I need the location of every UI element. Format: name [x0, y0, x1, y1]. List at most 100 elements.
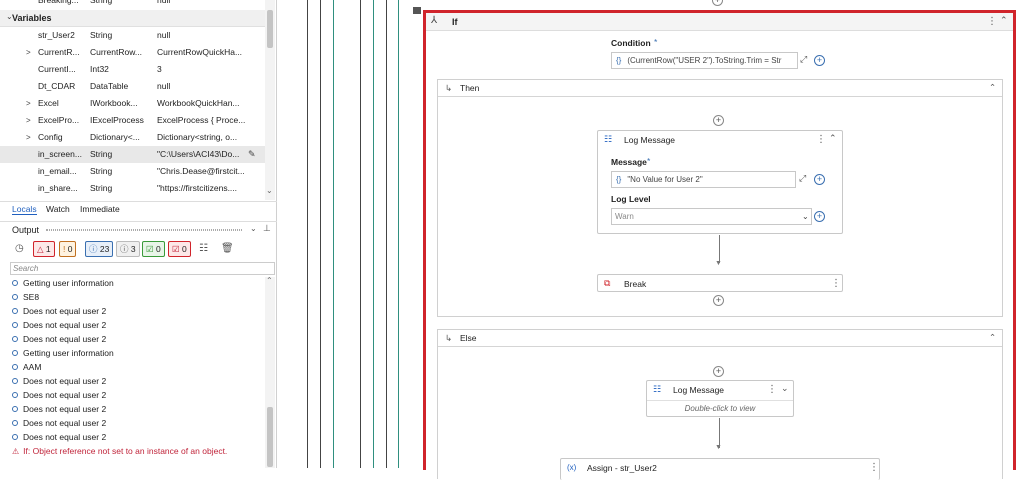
if-title: If	[452, 17, 458, 27]
info-filter-button[interactable]: ⓘ 23	[85, 241, 114, 257]
add-activity-icon[interactable]: +	[713, 295, 724, 306]
trash-icon[interactable]: 🗑	[221, 243, 234, 254]
break-activity[interactable]: ⧉ Break ⋮	[597, 274, 843, 292]
output-line[interactable]: Does not equal user 2	[12, 318, 106, 332]
add-activity-icon[interactable]: +	[713, 366, 724, 377]
output-line[interactable]: Getting user information	[12, 346, 114, 360]
more-options-icon[interactable]: ⋮	[767, 384, 777, 395]
breakpoint-marker	[413, 7, 421, 14]
output-scrollbar[interactable]: ⌃	[265, 276, 275, 468]
output-title: Output	[12, 225, 40, 235]
collapse-icon[interactable]: ⌃	[1000, 15, 1008, 25]
variable-row[interactable]: in_share...String"https://firstcitizens.…	[38, 183, 238, 193]
variables-section-header[interactable]: ⌄ Variables	[0, 10, 265, 27]
scope-line	[386, 0, 387, 468]
chevron-right-icon[interactable]: >	[26, 99, 31, 108]
scrollbar-thumb[interactable]	[267, 407, 273, 467]
output-error-line[interactable]: ⚠If: Object reference not set to an inst…	[12, 446, 228, 456]
log-level-select[interactable]: Warn ⌄	[611, 208, 812, 225]
scope-line	[373, 0, 374, 468]
output-line[interactable]: Does not equal user 2	[12, 416, 106, 430]
output-line[interactable]: Does not equal user 2	[12, 374, 106, 388]
output-line[interactable]: SE8	[12, 290, 39, 304]
add-activity-icon[interactable]: +	[713, 115, 724, 126]
else-section[interactable]: ↳ Else ⌃ + ☷ Log Message ⋮ ⌄ Double-clic…	[437, 329, 1003, 480]
message-input[interactable]: {}"No Value for User 2"	[611, 171, 796, 188]
expand-editor-icon[interactable]: ⤢	[800, 54, 808, 64]
pin-icon[interactable]: ⊥	[263, 223, 271, 233]
variable-row[interactable]: Breaking... String null	[38, 0, 171, 5]
if-header[interactable]: ⅄ If ⋮ ⌃	[426, 13, 1013, 31]
log-message-header[interactable]: ☷ Log Message ⋮ ⌃	[598, 131, 842, 149]
output-line[interactable]: Does not equal user 2	[12, 388, 106, 402]
collapse-icon[interactable]: ⌃	[989, 332, 997, 342]
expand-editor-icon[interactable]: ⤢	[799, 173, 807, 183]
add-argument-icon[interactable]: +	[814, 211, 825, 222]
else-header[interactable]: ↳ Else ⌃	[438, 330, 1002, 347]
tab-immediate[interactable]: Immediate	[80, 204, 120, 214]
fatal-filter-button[interactable]: ☑ 0	[168, 241, 191, 257]
output-line[interactable]: Does not equal user 2	[12, 430, 106, 444]
panel-grip	[46, 229, 242, 231]
break-icon: ⧉	[604, 278, 611, 288]
clock-icon[interactable]: ◷	[15, 243, 24, 254]
add-activity-icon[interactable]: +	[712, 0, 723, 6]
list-options-icon[interactable]: ☷	[199, 243, 208, 254]
chevron-down-icon[interactable]: ⌄	[802, 212, 809, 221]
trace-filter-button[interactable]: ⓘ 3	[116, 241, 140, 257]
chevron-right-icon[interactable]: >	[26, 133, 31, 142]
output-line[interactable]: Getting user information	[12, 276, 114, 290]
chevron-down-icon[interactable]: ⌄	[250, 224, 257, 233]
variable-row[interactable]: >CurrentR...CurrentRow...CurrentRowQuick…	[0, 44, 265, 61]
success-filter-button[interactable]: ☑ 0	[142, 241, 165, 257]
assign-activity[interactable]: (x) Assign - str_User2 ⋮	[560, 458, 880, 480]
output-line[interactable]: Does not equal user 2	[12, 304, 106, 318]
chevron-down-icon[interactable]: ⌄	[266, 186, 273, 195]
warning-filter-button[interactable]: △ 1	[33, 241, 55, 257]
log-message-title: Log Message	[624, 135, 676, 145]
more-options-icon[interactable]: ⋮	[987, 16, 997, 27]
variables-scrollbar[interactable]: ⌄	[265, 0, 275, 200]
variable-row[interactable]: in_email...String"Chris.Dease@firstcit..…	[38, 166, 245, 176]
log-message-activity-collapsed[interactable]: ☷ Log Message ⋮ ⌄ Double-click to view	[646, 380, 794, 417]
condition-input[interactable]: {}(CurrentRow("USER 2").ToString.Trim = …	[611, 52, 798, 69]
scrollbar-thumb[interactable]	[267, 10, 273, 48]
then-section[interactable]: ↳ Then ⌃ + ☷ Log Message ⋮ ⌃ Message * {…	[437, 79, 1003, 317]
more-options-icon[interactable]: ⋮	[831, 278, 841, 289]
add-argument-icon[interactable]: +	[814, 55, 825, 66]
error-filter-button[interactable]: ! 0	[59, 241, 77, 257]
output-line[interactable]: Does not equal user 2	[12, 332, 106, 346]
tab-bar: Locals Watch Immediate	[0, 201, 277, 216]
more-options-icon[interactable]: ⋮	[869, 462, 879, 473]
variable-row[interactable]: in_screen...String"C:\Users\ACI43\Do...✎	[0, 146, 265, 163]
output-line[interactable]: AAM	[12, 360, 41, 374]
else-label: Else	[460, 333, 477, 343]
if-activity[interactable]: ⅄ If ⋮ ⌃ Condition * {}(CurrentRow("USER…	[423, 10, 1016, 480]
arrow-down-icon: ▼	[715, 444, 722, 451]
chevron-up-icon[interactable]: ⌃	[266, 276, 273, 285]
edit-pencil-icon[interactable]: ✎	[248, 149, 256, 159]
then-header[interactable]: ↳ Then ⌃	[438, 80, 1002, 97]
output-search-input[interactable]: Search	[10, 262, 275, 275]
collapse-icon[interactable]: ⌃	[829, 133, 837, 143]
more-options-icon[interactable]: ⋮	[816, 134, 826, 145]
tab-watch[interactable]: Watch	[46, 204, 70, 214]
chevron-right-icon[interactable]: >	[26, 48, 31, 57]
output-line[interactable]: Does not equal user 2	[12, 402, 106, 416]
tab-locals[interactable]: Locals	[12, 204, 37, 215]
expand-icon[interactable]: ⌄	[781, 383, 789, 393]
warning-icon: ⚠	[12, 447, 20, 456]
chevron-right-icon[interactable]: >	[26, 116, 31, 125]
expression-icon: {}	[616, 56, 622, 65]
collapse-icon[interactable]: ⌃	[989, 82, 997, 92]
add-argument-icon[interactable]: +	[814, 174, 825, 185]
output-header: Output ⌄ ⊥	[0, 221, 277, 237]
chevron-down-icon[interactable]: ⌄	[6, 12, 13, 21]
log-message-activity[interactable]: ☷ Log Message ⋮ ⌃ Message * {}"No Value …	[597, 130, 843, 234]
